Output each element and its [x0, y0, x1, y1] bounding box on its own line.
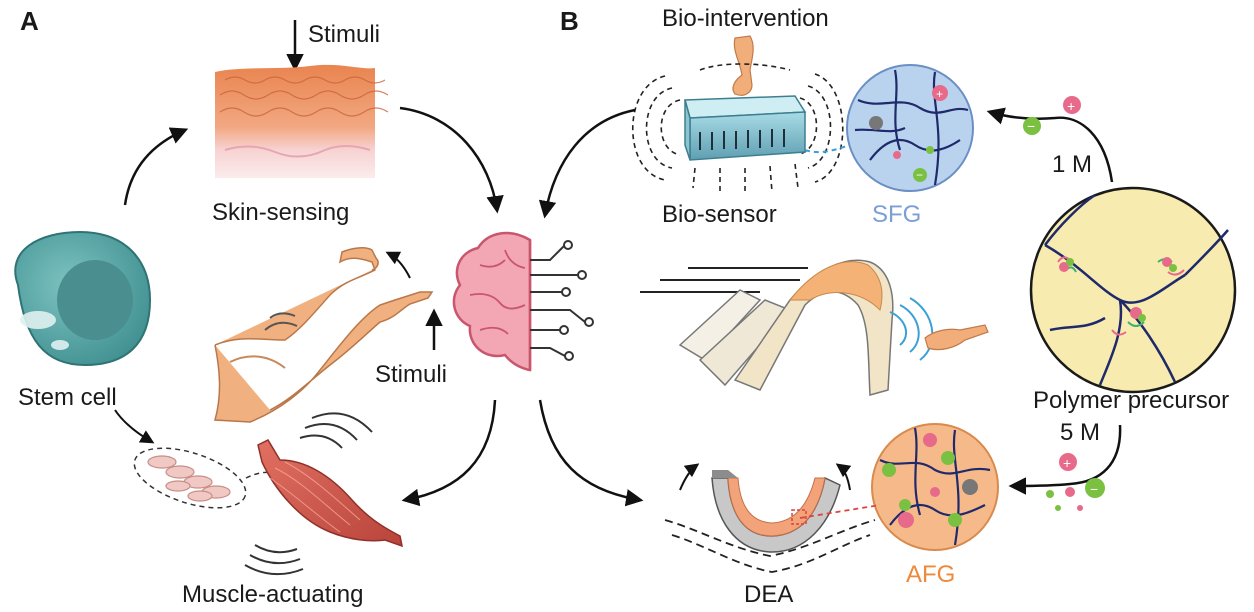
afg-label: AFG: [906, 561, 955, 588]
svg-text:+: +: [936, 87, 943, 101]
sfg-label: SFG: [872, 201, 921, 228]
muscle-cells-icon: [133, 447, 281, 509]
panel-label-a: A: [20, 6, 39, 36]
stem-cell-label: Stem cell: [18, 384, 117, 411]
stimuli-top-label: Stimuli: [308, 21, 380, 48]
arrow-arm-raise: [385, 251, 411, 279]
ion-icons-5m: + −: [1046, 453, 1105, 511]
hand-icon: [732, 35, 754, 96]
arrow-cell-to-muscle-cells: [114, 409, 155, 444]
arrow-bio-to-brain: [538, 108, 636, 219]
arrow-skin-to-brain: [399, 106, 504, 214]
skin-tissue-icon: [215, 64, 389, 178]
skin-sensing-label: Skin-sensing: [212, 199, 349, 226]
dea-actuator-icon: [664, 463, 881, 573]
svg-text:+: +: [1067, 98, 1075, 114]
polymer-precursor-icon: [1029, 186, 1237, 394]
svg-text:−: −: [1090, 481, 1098, 497]
folding-actuator-icon: [678, 259, 934, 396]
arrow-precursor-to-sfg: [986, 107, 1114, 183]
svg-text:−: −: [1027, 118, 1035, 134]
sfg-network-icon: + −: [846, 64, 974, 192]
five-m-label: 5 M: [1060, 419, 1100, 446]
ion-icons-1m: + −: [1023, 96, 1081, 135]
arrow-brain-to-muscle: [401, 399, 497, 507]
stem-cell-icon: [14, 230, 152, 367]
arrow-precursor-to-afg: [1008, 424, 1122, 495]
svg-text:+: +: [1063, 455, 1071, 471]
afg-network-icon: [871, 423, 999, 551]
dea-label: DEA: [744, 581, 793, 608]
muscle-icon: [244, 412, 403, 576]
svg-text:−: −: [916, 168, 923, 182]
hand-gesture-icon: [924, 324, 989, 351]
arrow-brain-to-dea: [538, 399, 644, 507]
panel-label-b: B: [560, 6, 579, 36]
bio-intervention-label: Bio-intervention: [662, 5, 829, 32]
brain-circuit-icon: [452, 231, 594, 372]
one-m-label: 1 M: [1052, 151, 1092, 178]
arrow-cell-to-skin: [123, 127, 189, 206]
arm-icon: [214, 247, 434, 423]
polymer-precursor-label: Polymer precursor: [1033, 387, 1229, 414]
muscle-actuating-label: Muscle-actuating: [182, 581, 363, 608]
bio-sensor-device-icon: [631, 63, 851, 194]
stimuli-arm-label: Stimuli: [375, 361, 447, 388]
speed-lines: [640, 267, 808, 293]
bio-sensor-label: Bio-sensor: [662, 201, 777, 228]
